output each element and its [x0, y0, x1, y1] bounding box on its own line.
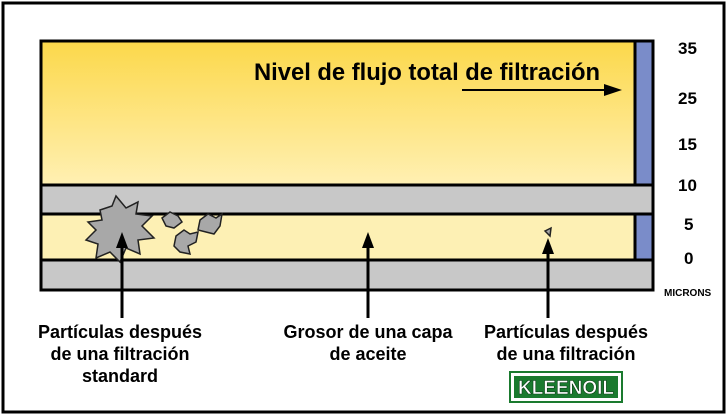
large-particle	[84, 194, 156, 264]
callout-oil-line2: de aceite	[329, 344, 406, 364]
callout-oil-line1: Grosor de una capa	[283, 322, 453, 342]
callout-standard-line3: standard	[82, 366, 158, 386]
tick-label: 0	[684, 249, 693, 268]
callout-kleenoil-line2: de una filtración	[496, 344, 635, 364]
scale-bar	[633, 39, 655, 262]
small-particle-1	[161, 211, 184, 229]
kleenoil-logo: KLEENOIL	[509, 371, 623, 403]
callout-standard-line2: de una filtración	[50, 344, 189, 364]
tick-label: 5	[684, 215, 693, 234]
scale-ticks: 35 25 15 10 5 0 MICRONS	[664, 39, 712, 299]
tick-label: 15	[678, 135, 697, 154]
tick-label: 35	[678, 39, 697, 58]
tick-label: 10	[678, 176, 697, 195]
small-particle-2	[173, 229, 199, 255]
arrow-up-oil	[362, 232, 374, 248]
callout-kleenoil-line1: Partículas después	[484, 322, 648, 342]
flow-area	[39, 39, 637, 187]
tiny-particle-kleenoil	[543, 226, 552, 238]
arrow-up-kleenoil	[542, 238, 554, 254]
small-particle-3	[197, 212, 224, 235]
flow-label: Nivel de flujo total de filtración	[254, 59, 600, 86]
callout-standard-line1: Partículas después	[38, 322, 202, 342]
flow-arrow-head	[604, 84, 622, 96]
arrow-up-standard	[116, 232, 128, 248]
bottom-plate	[39, 258, 655, 292]
logo-text: KLEENOIL	[518, 378, 614, 399]
standard-particles	[84, 194, 552, 264]
callout-arrows	[116, 232, 554, 318]
tick-label: 25	[678, 89, 697, 108]
scale-unit: MICRONS	[664, 288, 712, 299]
